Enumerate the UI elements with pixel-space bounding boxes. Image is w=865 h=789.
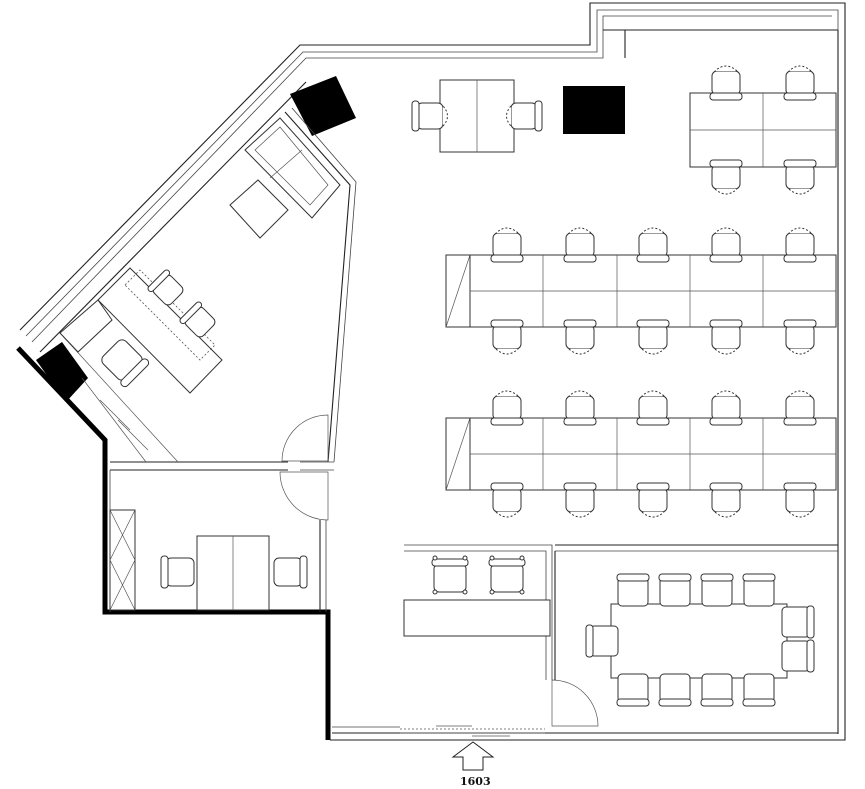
open-workspace — [445, 227, 837, 518]
structural-wall — [16, 346, 331, 740]
chair — [411, 100, 448, 132]
chair — [488, 555, 526, 595]
chair — [783, 159, 817, 195]
chair — [636, 227, 670, 263]
executive-desk — [59, 267, 223, 394]
chair — [709, 159, 743, 195]
chair — [709, 227, 743, 263]
chair — [709, 319, 743, 355]
chair — [147, 269, 184, 306]
conference-room — [554, 544, 838, 707]
door — [551, 679, 599, 727]
chair — [101, 339, 150, 388]
chair — [563, 227, 597, 263]
chair — [563, 482, 597, 518]
door — [281, 414, 329, 462]
coffee-table — [229, 179, 289, 239]
chair — [709, 65, 743, 101]
chair — [700, 673, 734, 707]
chair — [490, 227, 524, 263]
chair — [783, 65, 817, 101]
chair — [616, 673, 650, 707]
top-workstation — [411, 79, 543, 153]
chair — [783, 319, 817, 355]
exterior-wall — [19, 2, 846, 741]
chair — [585, 624, 619, 658]
workstation-row — [445, 227, 837, 355]
chair — [273, 555, 308, 589]
chair — [742, 573, 776, 607]
sofa — [244, 117, 341, 219]
entrance-label: 1603 — [460, 775, 491, 788]
chair — [742, 673, 776, 707]
chair — [709, 482, 743, 518]
chair — [783, 227, 817, 263]
reception — [403, 544, 599, 727]
chair — [783, 390, 817, 426]
chair — [658, 673, 692, 707]
chair — [781, 605, 815, 639]
chair — [783, 482, 817, 518]
entrance-arrow — [451, 741, 495, 771]
chair — [490, 482, 524, 518]
chair — [636, 390, 670, 426]
small-office — [109, 470, 329, 612]
chair — [700, 573, 734, 607]
chair — [563, 319, 597, 355]
chair — [506, 100, 543, 132]
chair — [160, 555, 195, 589]
chair — [781, 639, 815, 673]
conference-table — [610, 603, 788, 679]
workstation-row — [445, 390, 837, 518]
top-right-workstation — [689, 65, 837, 195]
column — [563, 86, 625, 134]
chair — [709, 390, 743, 426]
chair — [179, 301, 216, 338]
executive-office — [59, 107, 357, 471]
reception-counter — [403, 599, 551, 637]
chair — [658, 573, 692, 607]
chair — [563, 390, 597, 426]
entrance-doors — [400, 725, 545, 737]
column — [290, 76, 356, 136]
chair — [490, 390, 524, 426]
chair — [616, 573, 650, 607]
column — [36, 342, 88, 402]
chair — [636, 319, 670, 355]
chair — [431, 555, 469, 595]
chair — [636, 482, 670, 518]
door — [279, 471, 329, 521]
chair — [490, 319, 524, 355]
